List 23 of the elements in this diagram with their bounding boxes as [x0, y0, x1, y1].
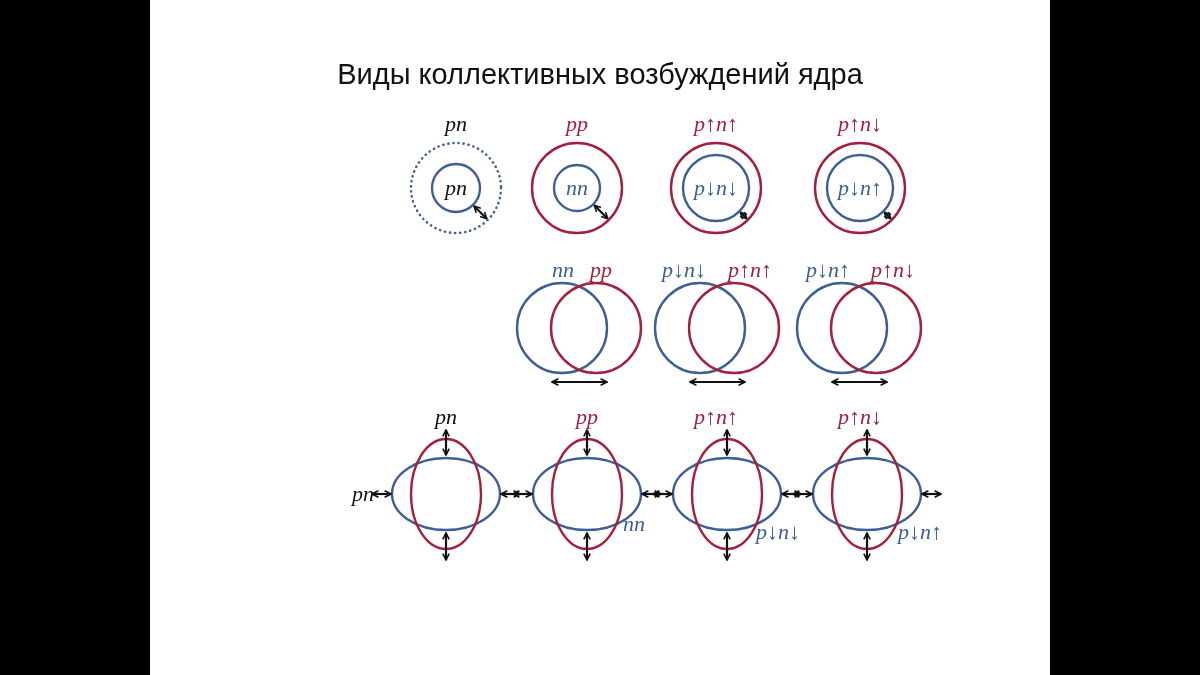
particle-label: pp	[590, 259, 612, 281]
particle-label: p↓n↑	[806, 259, 850, 281]
heading-label: pn	[445, 112, 467, 136]
heading-label: p↑n↓	[838, 112, 882, 136]
circle-label: nn	[566, 175, 588, 201]
circle-label: p↓n↓	[694, 175, 738, 201]
heading-label: pp	[566, 112, 588, 136]
slide-title: Виды коллективных возбуждений ядра	[336, 58, 864, 91]
particle-label: pp	[576, 406, 598, 428]
particle-label: p↑n↑	[728, 259, 772, 281]
particle-label: nn	[552, 259, 574, 281]
circle-label: pn	[445, 175, 467, 201]
particle-label: p↑n↓	[838, 406, 882, 428]
particle-label: p↓n↑	[898, 521, 942, 543]
particle-label: p↓n↓	[662, 259, 706, 281]
particle-label: p↓n↓	[756, 521, 800, 543]
heading-label: p↑n↑	[694, 112, 738, 136]
circle-label: p↓n↑	[838, 175, 882, 201]
particle-label: p↑n↓	[871, 259, 915, 281]
particle-label: pn	[435, 406, 457, 428]
particle-label: nn	[623, 513, 645, 535]
particle-label: p↑n↑	[694, 406, 738, 428]
particle-label: pn	[352, 483, 374, 505]
